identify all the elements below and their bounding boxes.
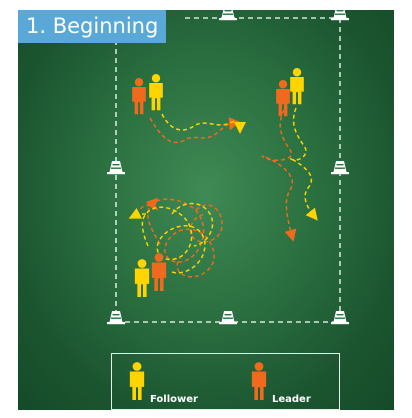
cone-icon bbox=[331, 161, 349, 175]
cone-icon bbox=[331, 7, 349, 21]
leader-icon bbox=[151, 253, 167, 292]
cone-icon bbox=[331, 311, 349, 325]
pitch-background bbox=[18, 10, 394, 410]
leader-path bbox=[149, 117, 240, 144]
follower-legend-label: Follower bbox=[150, 394, 198, 405]
leader-icon bbox=[132, 78, 146, 115]
follower-path bbox=[289, 107, 318, 221]
leader-path bbox=[261, 109, 297, 242]
legend bbox=[111, 353, 340, 410]
follower-icon bbox=[290, 68, 304, 105]
leader-legend-label: Leader bbox=[272, 394, 311, 405]
cone-icon bbox=[107, 161, 125, 175]
drill-title: 1. Beginning bbox=[18, 10, 167, 43]
follower-icon bbox=[134, 259, 150, 298]
cone-icon bbox=[219, 7, 237, 21]
follower-icon bbox=[149, 74, 163, 111]
follower-path bbox=[128, 207, 147, 219]
follower-path bbox=[141, 202, 214, 274]
follower-path bbox=[161, 113, 246, 134]
cone-icon bbox=[219, 311, 237, 325]
cone-icon bbox=[107, 311, 125, 325]
